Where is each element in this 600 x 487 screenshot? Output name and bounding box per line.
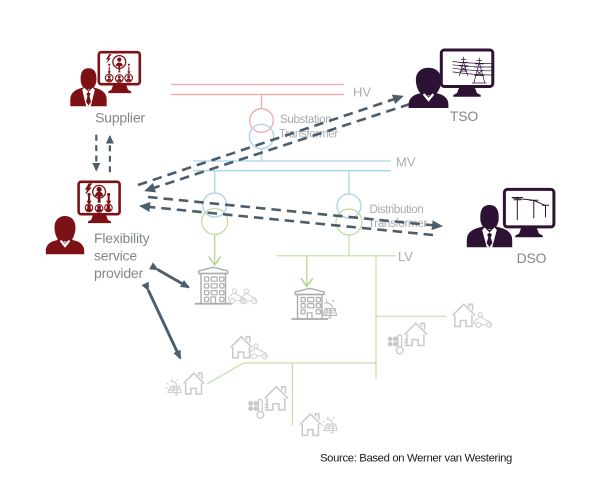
svg-text:Distribution: Distribution	[370, 204, 424, 216]
svg-text:provider: provider	[94, 265, 144, 281]
svg-text:HV: HV	[353, 85, 371, 100]
svg-text:Transformer: Transformer	[279, 129, 338, 141]
svg-text:MV: MV	[396, 155, 416, 170]
svg-text:service: service	[94, 248, 137, 264]
svg-text:Flexibility: Flexibility	[94, 230, 150, 246]
svg-text:Substation: Substation	[280, 114, 331, 126]
svg-text:DSO: DSO	[517, 250, 547, 266]
svg-text:TSO: TSO	[450, 108, 478, 124]
svg-text:Source: Based on Werner van We: Source: Based on Werner van Westering	[320, 453, 512, 465]
svg-text:Supplier: Supplier	[95, 110, 145, 126]
svg-text:LV: LV	[398, 249, 413, 264]
